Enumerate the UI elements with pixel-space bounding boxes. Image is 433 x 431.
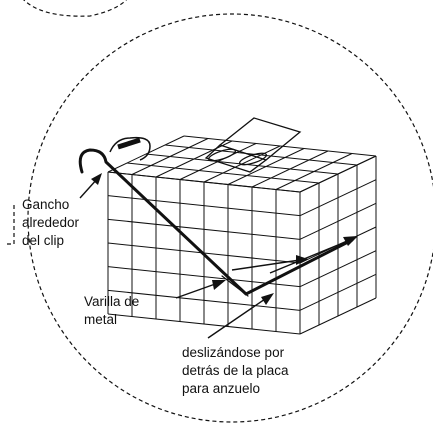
- upper-callout-arc: [23, 0, 127, 17]
- hook-label-line1: Gancho: [22, 197, 69, 212]
- slide-label-line2: detrás de la placa: [182, 363, 289, 378]
- direction-arrow-1: [231, 259, 301, 271]
- metal-rod: [78, 148, 354, 297]
- arrowheads: [91, 173, 358, 305]
- hook-label-line3: del clip: [22, 233, 64, 248]
- rod-label-line1: Varilla de: [84, 294, 139, 309]
- hook-arrowhead: [91, 173, 102, 185]
- label-arrows: [79, 177, 351, 339]
- mesh-wire: [107, 289, 301, 311]
- magnifier-circles: [4, 0, 433, 423]
- mesh-wire: [145, 153, 339, 175]
- direction-arrow-2: [269, 239, 351, 274]
- mesh-wire: [107, 313, 301, 335]
- rod-label-line2: metal: [84, 312, 117, 327]
- leader-bracket: [4, 205, 15, 245]
- hook-label-line2: alrededor: [22, 215, 80, 230]
- mesh-wire: [164, 144, 358, 166]
- latch-plate: [204, 117, 302, 173]
- wire-mesh-box: [107, 135, 377, 335]
- mesh-wire: [107, 218, 301, 240]
- annotation-labels: Gancho alrededor del clip Varilla de met…: [22, 197, 289, 396]
- magnified-view-circle: [27, 13, 433, 423]
- slide-label-line1: deslizándose por: [182, 345, 285, 360]
- mesh-wire: [107, 171, 301, 193]
- mesh-wire: [126, 162, 320, 184]
- rod-arrow: [175, 282, 219, 299]
- top-clip: [109, 136, 151, 161]
- mesh-wire: [183, 135, 377, 157]
- slide-arrowhead: [261, 293, 274, 305]
- slide-label-line3: para anzuelo: [182, 381, 260, 396]
- slide-arrow: [207, 296, 269, 339]
- mesh-wire: [107, 195, 301, 217]
- direction-arrowhead-2: [343, 236, 358, 246]
- direction-arrowhead-1: [296, 255, 308, 265]
- rod-arrowhead: [212, 280, 226, 290]
